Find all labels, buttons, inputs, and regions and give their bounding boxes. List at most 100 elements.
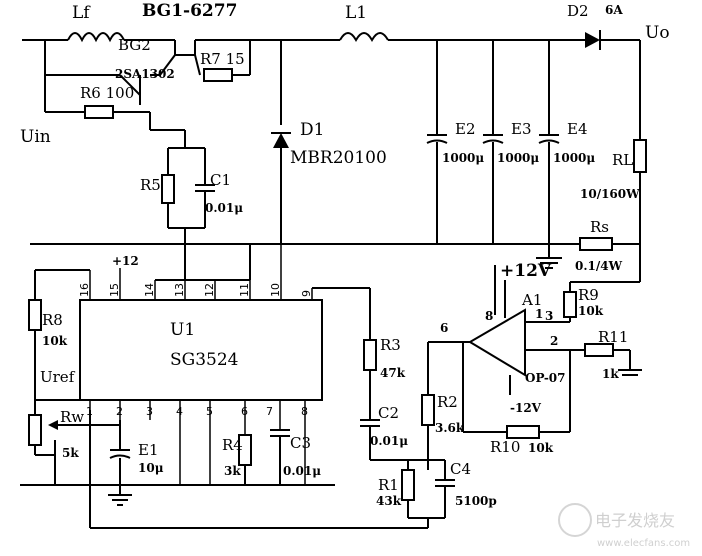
label-uo: Uo [645, 23, 670, 43]
resistor-r7 [203, 68, 233, 82]
label-r8: R8 [42, 311, 63, 329]
r4-c3 [238, 429, 290, 485]
resistor-r5 [161, 174, 175, 204]
watermark-text: 电子发烧友 [595, 511, 675, 530]
label-node8: 8 [485, 309, 493, 323]
label-c2-val: 0.01μ [370, 434, 408, 448]
label-e2-val: 1000μ [442, 151, 484, 165]
label-rs: Rs [590, 218, 609, 236]
label-r1-val: 43k [376, 494, 402, 508]
label-r2-val: 3.6k [435, 421, 465, 435]
label-u1: U1 [170, 320, 195, 340]
label-r3-val: 47k [380, 366, 406, 380]
pin-label-15: 15 [108, 283, 121, 297]
pin-label-3: 3 [146, 405, 153, 418]
resistor-r8 [28, 299, 42, 331]
pin-label-5: 5 [206, 405, 213, 418]
label-bg1: BG1-6277 [142, 1, 237, 21]
resistor-r3 [363, 339, 377, 371]
pin-label-9: 9 [300, 290, 313, 297]
label-rw: Rw [60, 408, 84, 426]
label-r4-val: 3k [224, 464, 241, 478]
label-plus12: +12 [112, 254, 139, 268]
left-network [20, 269, 335, 506]
label-e1-val: 10μ [138, 461, 164, 475]
pin-label-10: 10 [269, 283, 282, 297]
label-e4-val: 1000μ [553, 151, 595, 165]
label-e3: E3 [511, 120, 532, 138]
label-e2: E2 [455, 120, 476, 138]
ic-pin-numbers: 16 15 14 13 12 11 10 9 1 2 3 4 5 6 7 8 [78, 283, 313, 418]
resistor-rs [579, 237, 613, 251]
pin-label-1: 1 [86, 405, 93, 418]
input-stage [44, 40, 251, 148]
opamp-a1 [468, 308, 526, 377]
pin-label-14: 14 [143, 283, 156, 297]
pin-label-2: 2 [116, 405, 123, 418]
pin-label-8: 8 [301, 405, 308, 418]
label-e1: E1 [138, 441, 159, 459]
pin-label-12: 12 [203, 283, 216, 297]
label-c2: C2 [378, 404, 399, 422]
resistor-r2 [421, 394, 435, 426]
label-c4-val: 5100p [455, 494, 497, 508]
label-node2: 2 [550, 334, 558, 348]
top-rail [22, 30, 641, 140]
resistor-r6 [84, 105, 114, 119]
label-r6: R6 100 [80, 84, 134, 102]
label-a1: A1 [521, 291, 542, 309]
labels: Lf BG1-6277 L1 D2 6A Uo BG2 2SA1302 R7 1… [20, 1, 670, 508]
label-r7: R7 15 [200, 50, 245, 68]
watermark: 电子发烧友 www.elecfans.com [558, 503, 690, 549]
label-u1-part: SG3524 [170, 350, 239, 370]
label-r8-val: 10k [42, 334, 68, 348]
label-d1-part: MBR20100 [290, 148, 387, 168]
output-caps [426, 40, 562, 269]
label-uin: Uin [20, 127, 51, 147]
watermark-url: www.elecfans.com [597, 538, 690, 549]
pin-label-7: 7 [266, 405, 273, 418]
label-plus12v: +12V [500, 261, 552, 281]
pin-label-4: 4 [176, 405, 183, 418]
label-rl: RL [612, 151, 633, 169]
label-r9-val: 10k [578, 304, 604, 318]
label-lf: Lf [72, 3, 91, 23]
label-r1: R1 [378, 476, 399, 494]
label-r4: R4 [222, 436, 243, 454]
label-d2: D2 [567, 2, 589, 20]
ground-rail [30, 237, 641, 292]
label-node3: 3 [545, 309, 553, 323]
label-r10: R10 [490, 438, 520, 456]
label-r3: R3 [380, 336, 401, 354]
label-node6: 6 [440, 321, 448, 335]
label-d1: D1 [300, 120, 324, 140]
label-c4: C4 [450, 460, 471, 478]
label-rs-val: 0.1/4W [575, 259, 623, 273]
label-r2: R2 [437, 393, 458, 411]
label-r9: R9 [578, 286, 599, 304]
label-c3-val: 0.01μ [283, 464, 321, 478]
label-c3: C3 [290, 434, 311, 452]
label-minus12v: -12V [510, 401, 542, 415]
potentiometer-rw [28, 414, 42, 446]
pin-label-11: 11 [238, 283, 251, 297]
resistor-r10 [506, 425, 540, 439]
watermark-logo-icon [558, 503, 592, 537]
resistor-r9 [563, 291, 577, 318]
label-op07: OP-07 [525, 371, 566, 385]
diode-d1 [271, 40, 291, 244]
pin-label-13: 13 [173, 283, 186, 297]
load-resistor [633, 139, 647, 244]
label-bg2: BG2 [118, 36, 151, 54]
label-r11: R11 [598, 328, 628, 346]
label-e4: E4 [567, 120, 588, 138]
label-l1: L1 [345, 3, 367, 23]
inductor-lf [67, 32, 125, 43]
ic-sg3524 [79, 244, 323, 485]
label-d2-rating: 6A [605, 3, 623, 17]
resistor-r1 [401, 469, 415, 501]
label-r10-val: 10k [528, 441, 554, 455]
label-rw-val: 5k [62, 446, 79, 460]
label-node1: 1 [535, 307, 543, 321]
